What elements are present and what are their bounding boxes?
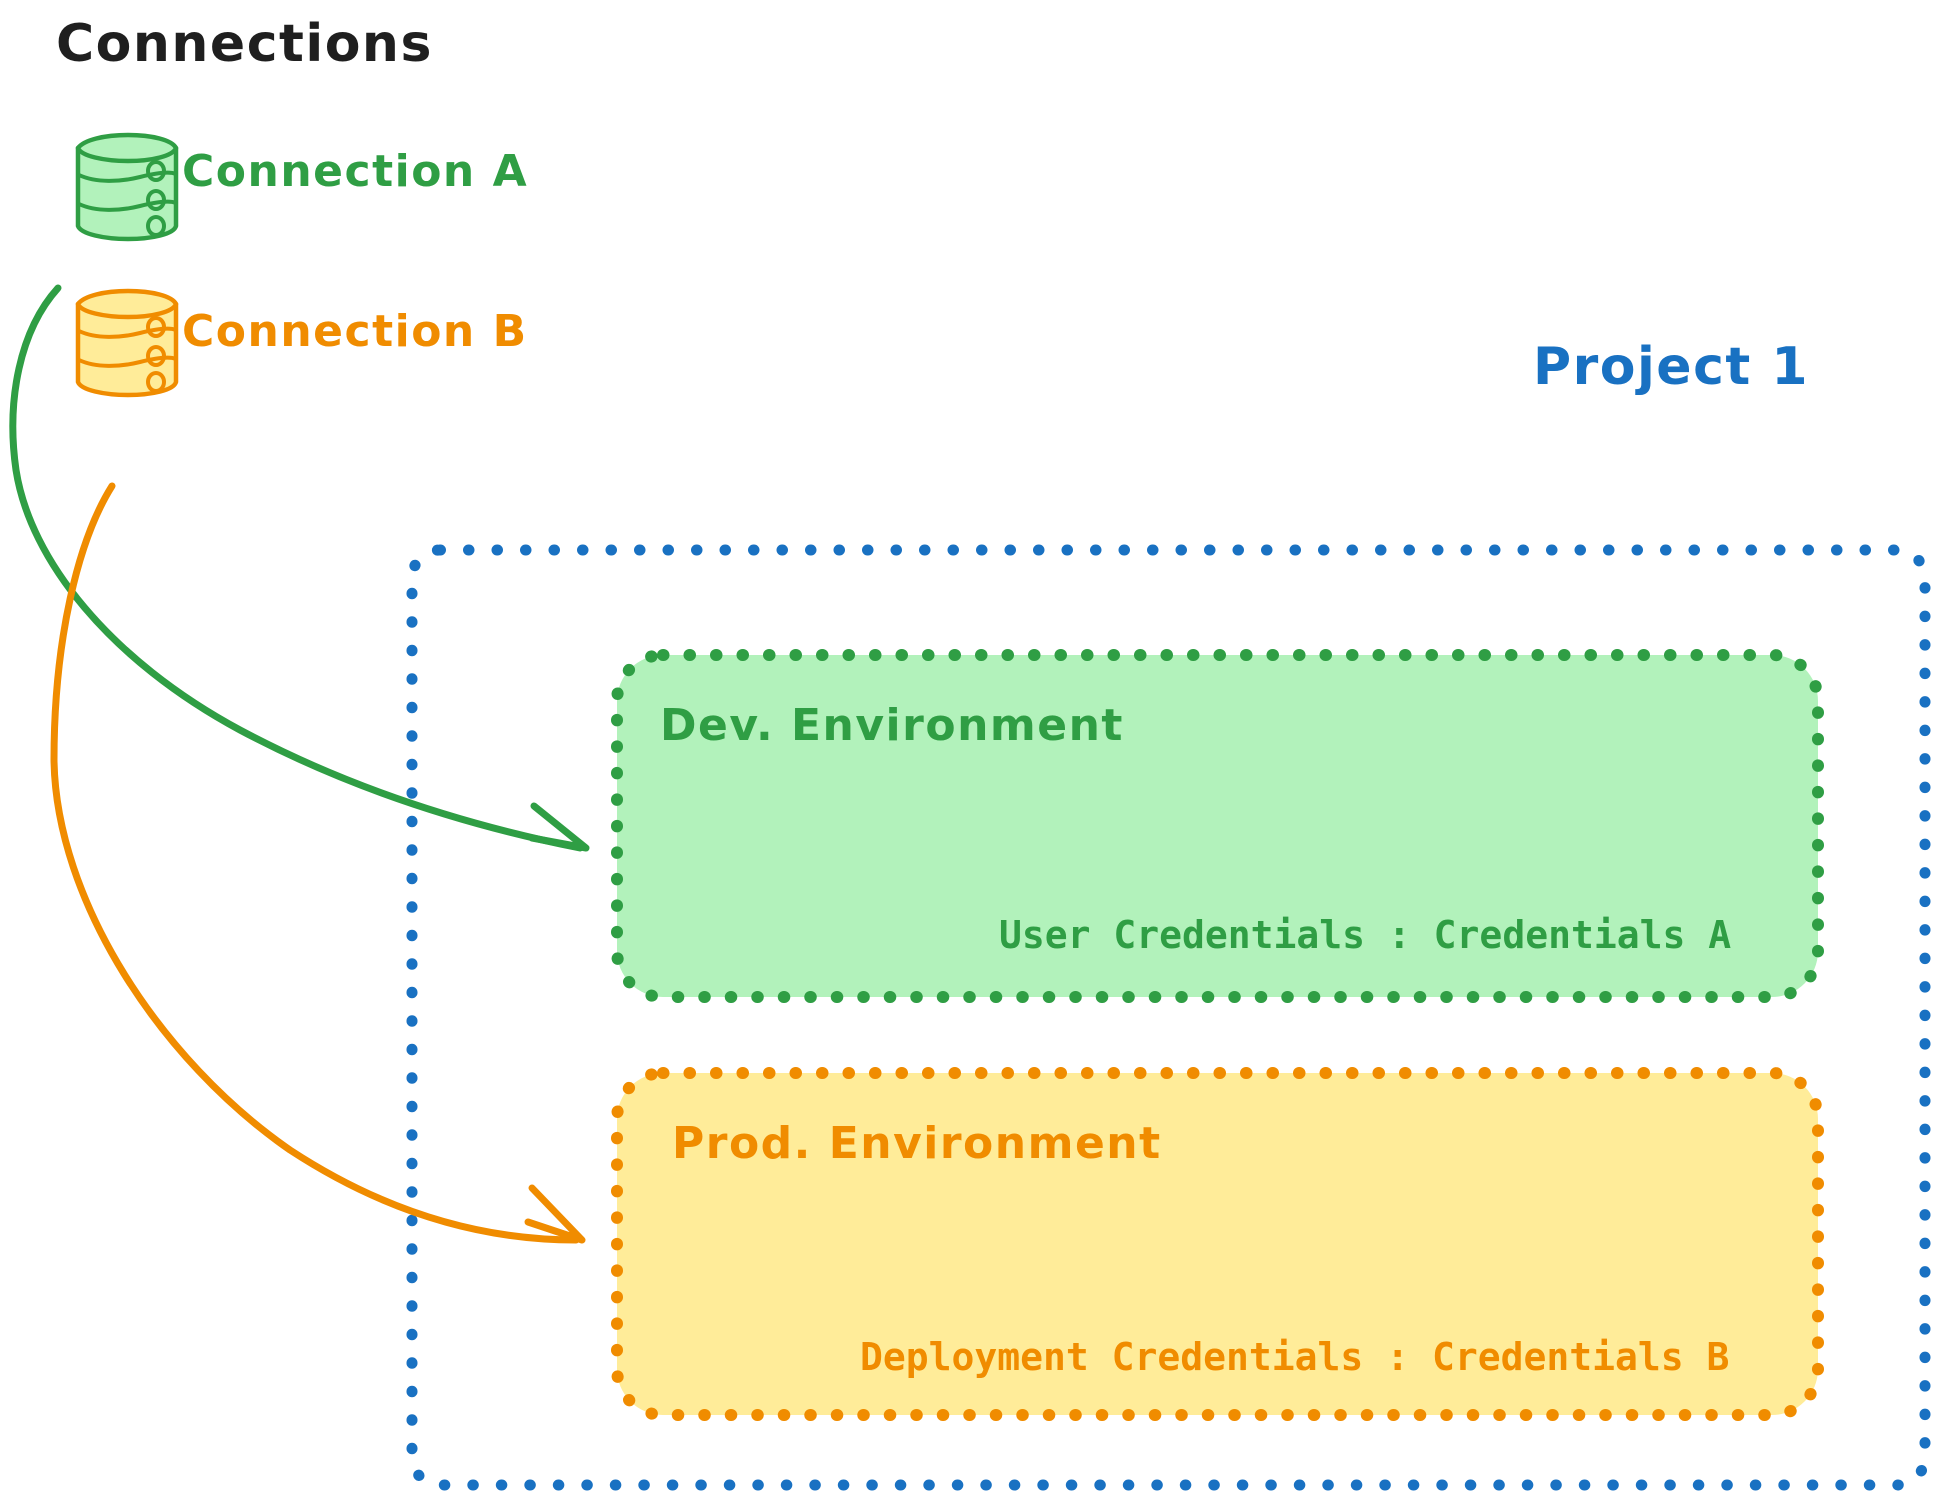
connection-b-icon[interactable]: [68, 286, 188, 401]
page-title: Connections: [56, 14, 433, 74]
project-boundary: [406, 544, 1931, 1491]
prod-environment-credentials: Deployment Credentials : Credentials B: [860, 1335, 1730, 1379]
arrow-a-to-dev: [9, 284, 590, 852]
connection-a-label: Connection A: [182, 146, 529, 197]
arrow-b-to-prod: [50, 482, 586, 1244]
connection-b-label: Connection B: [182, 306, 528, 357]
dev-environment-credentials: User Credentials : Credentials A: [999, 913, 1732, 957]
prod-environment-box[interactable]: [611, 1067, 1824, 1421]
connection-a-icon[interactable]: [68, 130, 188, 245]
database-cylinder-icon: [75, 288, 179, 398]
prod-environment-label: Prod. Environment: [672, 1118, 1162, 1169]
dev-environment-label: Dev. Environment: [660, 700, 1124, 751]
dev-environment-box[interactable]: [611, 649, 1824, 1003]
database-cylinder-icon: [75, 132, 179, 242]
project-label: Project 1: [1533, 337, 1810, 397]
